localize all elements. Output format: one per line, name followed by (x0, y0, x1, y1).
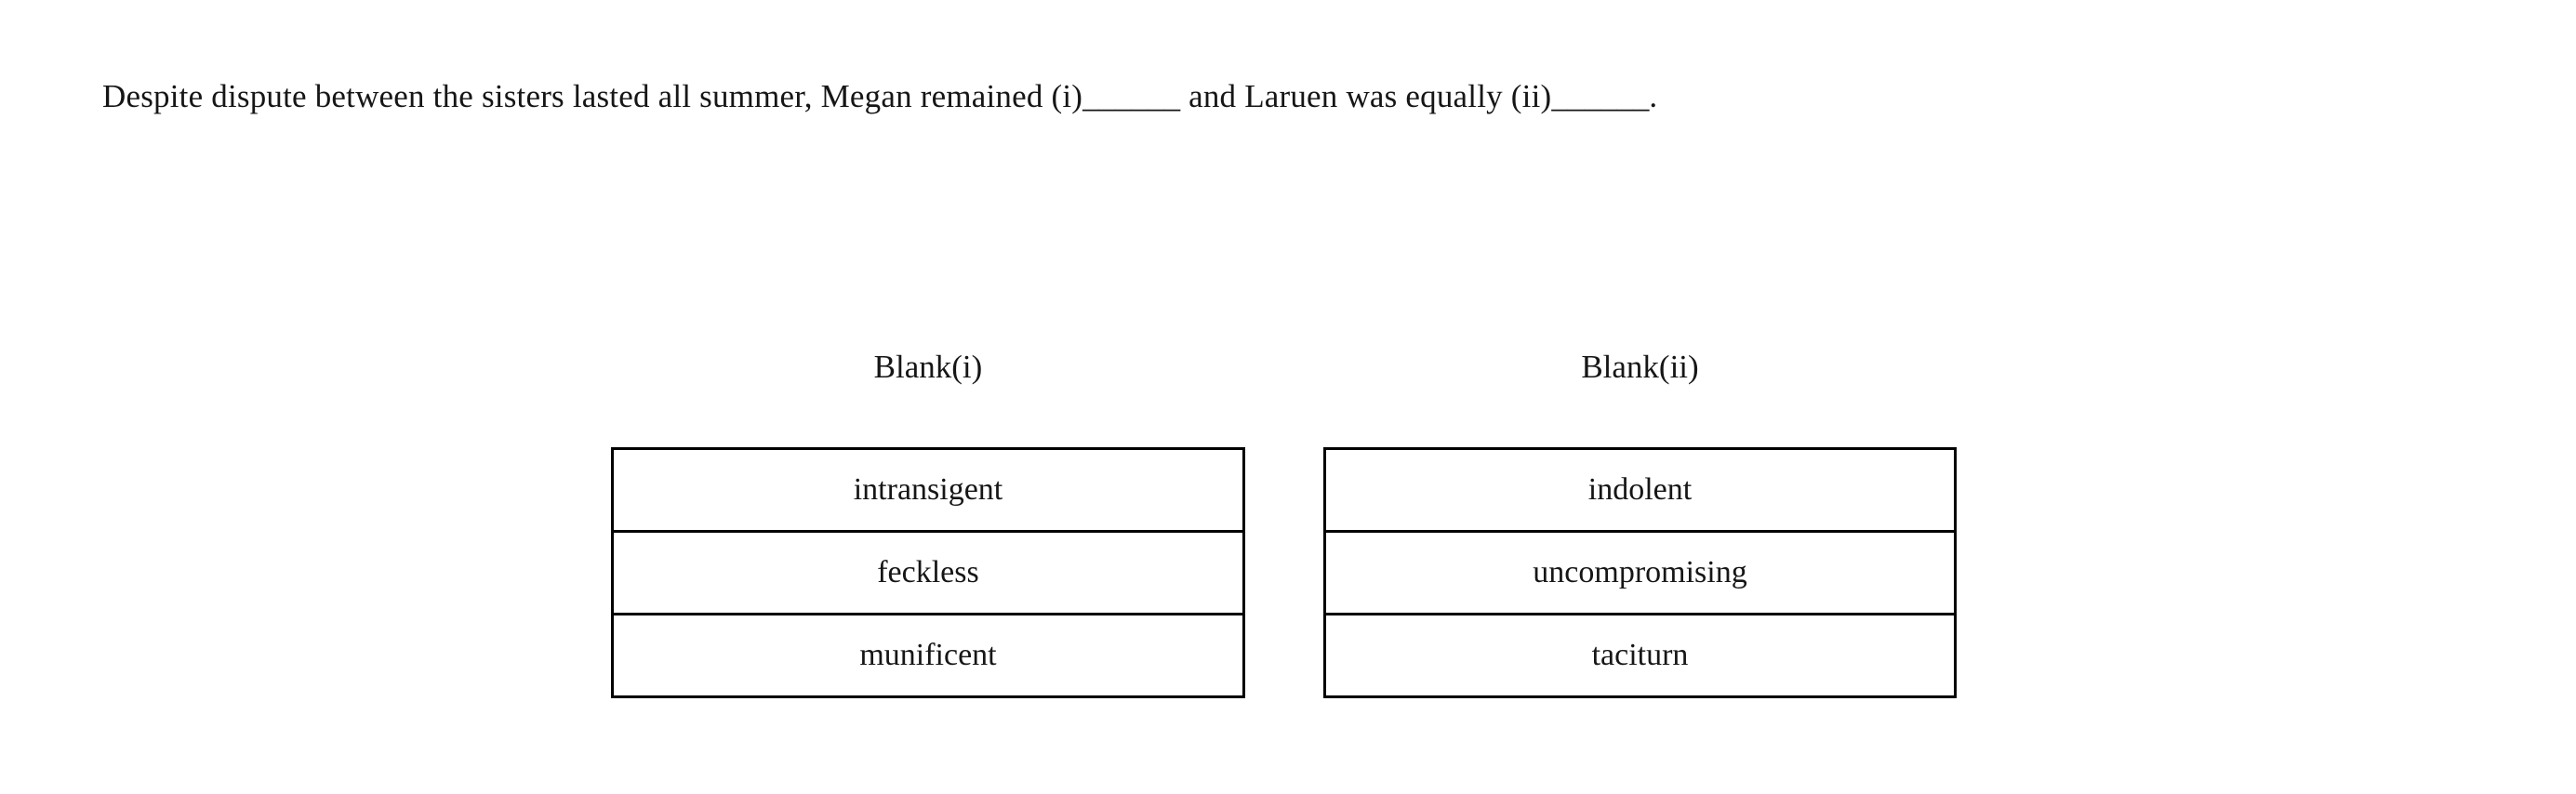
blank-ii-options-table: indolent uncompromising taciturn (1323, 447, 1957, 698)
question-text: Despite dispute between the sisters last… (102, 74, 1657, 119)
question-part-between-blanks: and Laruen was equally (ii) (1180, 78, 1552, 114)
blank-ii-option-1[interactable]: indolent (1326, 450, 1954, 533)
blank-i-column: Blank(i) intransigent feckless munificen… (611, 346, 1245, 698)
blank-i-option-2[interactable]: feckless (614, 533, 1242, 615)
blank-ii-option-2[interactable]: uncompromising (1326, 533, 1954, 615)
question-part-before-blank1: Despite dispute between the sisters last… (102, 78, 1083, 114)
blank-ii-line: ______ (1551, 78, 1650, 114)
blank-i-label: Blank(i) (873, 349, 983, 385)
blank-ii-label: Blank(ii) (1581, 349, 1699, 385)
question-part-after-blank2: . (1649, 78, 1658, 114)
blank-i-option-1[interactable]: intransigent (614, 450, 1242, 533)
blank-i-options-table: intransigent feckless munificent (611, 447, 1245, 698)
blank-i-line: ______ (1082, 78, 1181, 114)
blank-ii-option-3[interactable]: taciturn (1591, 638, 1689, 672)
blank-ii-column: Blank(ii) indolent uncompromising tacitu… (1323, 346, 1957, 698)
blank-i-option-3[interactable]: munificent (859, 638, 997, 672)
